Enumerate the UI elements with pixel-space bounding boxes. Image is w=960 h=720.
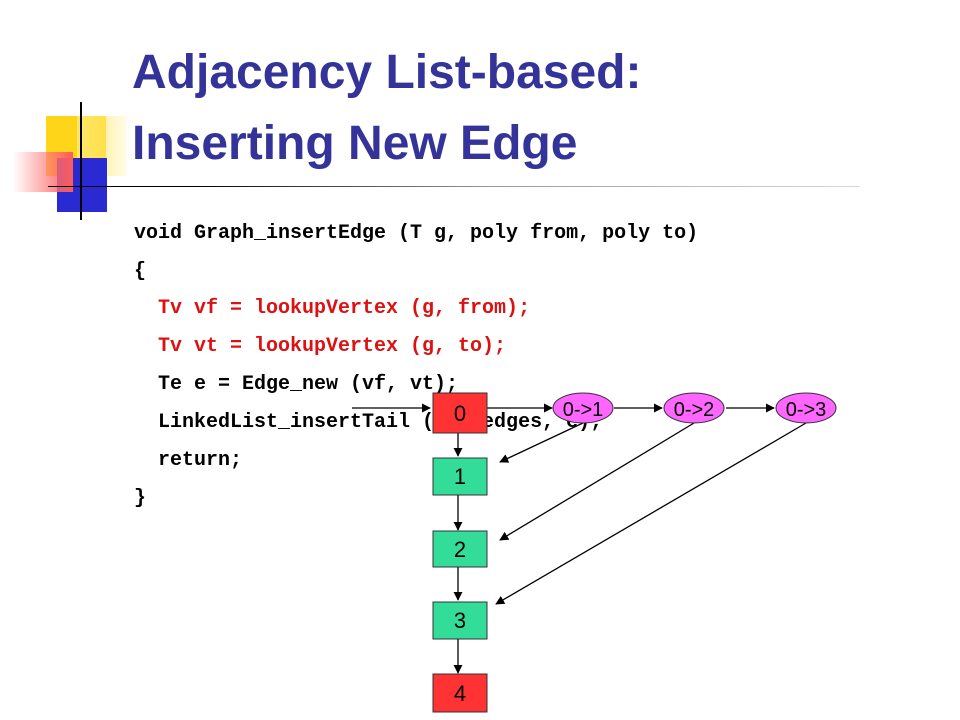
code-line-return: return; bbox=[134, 449, 243, 472]
arrow-edge-0-2-to-vertex-2 bbox=[499, 422, 695, 541]
code-line-close-brace: } bbox=[134, 487, 147, 510]
edge-label-0-3: 0->3 bbox=[786, 399, 827, 421]
code-line-insert-tail: LinkedList_insertTail (vf->edges, e); bbox=[134, 411, 603, 434]
slide-title-line-2: Inserting New Edge bbox=[132, 117, 578, 170]
vertex-box-0: 0 bbox=[432, 392, 488, 434]
vertex-box-3: 3 bbox=[432, 601, 488, 640]
code-line-signature: void Graph_insertEdge (T g, poly from, p… bbox=[134, 222, 699, 245]
arrow-edge-0-3-to-vertex-3 bbox=[495, 422, 807, 605]
code-line-open-brace: { bbox=[134, 260, 147, 283]
vertex-label-4: 4 bbox=[454, 681, 466, 706]
decor-red-square bbox=[13, 152, 73, 192]
vertex-box-2: 2 bbox=[432, 530, 488, 568]
arrow-edge-0-1-to-vertex-1 bbox=[499, 422, 584, 463]
edge-node-0-1: 0->1 bbox=[552, 392, 614, 424]
vertex-label-3: 3 bbox=[454, 608, 466, 633]
slide-title-line-1: Adjacency List-based: bbox=[132, 46, 642, 99]
edge-label-0-1: 0->1 bbox=[563, 399, 604, 421]
code-line-lookup-from: Tv vf = lookupVertex (g, from); bbox=[134, 297, 531, 320]
vertex-label-1: 1 bbox=[454, 464, 466, 489]
vertex-box-1: 1 bbox=[432, 457, 488, 496]
vertex-label-2: 2 bbox=[454, 537, 466, 562]
edge-label-0-2: 0->2 bbox=[674, 399, 715, 421]
title-underline bbox=[48, 186, 860, 187]
code-line-lookup-to: Tv vt = lookupVertex (g, to); bbox=[134, 335, 507, 358]
code-line-edge-new: Te e = Edge_new (vf, vt); bbox=[134, 373, 459, 396]
decor-vertical-line bbox=[80, 102, 82, 220]
vertex-box-4: 4 bbox=[432, 673, 488, 713]
edge-node-0-3: 0->3 bbox=[775, 392, 837, 424]
vertex-label-0: 0 bbox=[454, 401, 466, 426]
edge-node-0-2: 0->2 bbox=[663, 392, 725, 424]
